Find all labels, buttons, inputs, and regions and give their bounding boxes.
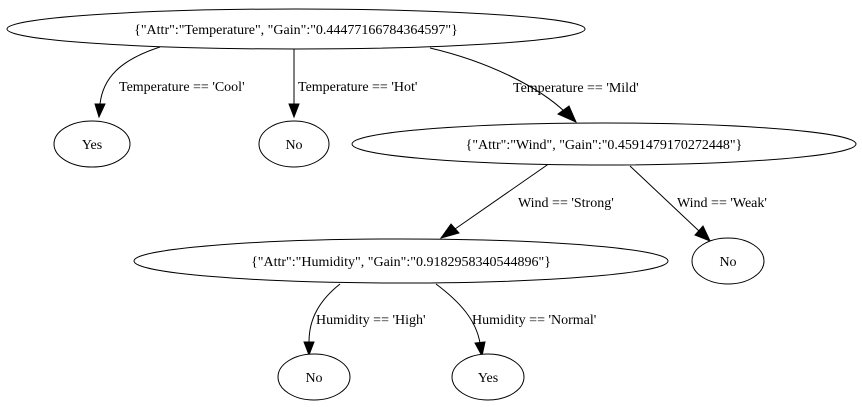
node-ellipse bbox=[451, 353, 525, 401]
edge-label-humidity-high: Humidity == 'High' bbox=[316, 313, 426, 328]
node-ellipse bbox=[133, 238, 669, 284]
edge-wind-strong: Wind == 'Strong' bbox=[439, 162, 614, 239]
node-temperature: {"Attr":"Temperature", "Gain":"0.4447716… bbox=[6, 8, 586, 50]
node-wind: {"Attr":"Wind", "Gain":"0.45914791702724… bbox=[351, 122, 857, 166]
edge-temperature-hot: Temperature == 'Hot' bbox=[288, 49, 417, 119]
arrowhead bbox=[557, 105, 577, 123]
arrowhead bbox=[474, 341, 486, 358]
node-label-humidity: {"Attr":"Humidity", "Gain":"0.9182958340… bbox=[251, 255, 551, 270]
edge-humidity-high: Humidity == 'High' bbox=[303, 283, 426, 357]
node-ellipse bbox=[691, 237, 765, 285]
edge-line bbox=[454, 162, 551, 230]
node-yes-normal: Yes bbox=[451, 353, 525, 401]
node-label-temperature: {"Attr":"Temperature", "Gain":"0.4447716… bbox=[134, 23, 458, 38]
node-ellipse bbox=[6, 8, 586, 50]
node-label-no: No bbox=[285, 138, 302, 153]
node-no-high: No bbox=[277, 353, 351, 401]
edge-label-humidity-normal: Humidity == 'Normal' bbox=[472, 313, 596, 328]
edge-label-wind-weak: Wind == 'Weak' bbox=[677, 196, 767, 211]
edge-line bbox=[429, 47, 566, 113]
node-no-weak: No bbox=[691, 237, 765, 285]
edge-label-wind-strong: Wind == 'Strong' bbox=[518, 196, 614, 211]
node-label-yes: Yes bbox=[82, 138, 102, 153]
node-label-yes: Yes bbox=[478, 371, 498, 386]
edge-temperature-mild: Temperature == 'Mild' bbox=[429, 47, 639, 123]
edge-line bbox=[629, 165, 700, 232]
node-ellipse bbox=[351, 122, 857, 166]
node-label-no: No bbox=[719, 255, 736, 270]
edge-temperature-cool: Temperature == 'Cool' bbox=[94, 46, 245, 119]
edge-line bbox=[99, 46, 161, 105]
node-label-no: No bbox=[305, 371, 322, 386]
arrowhead bbox=[94, 103, 106, 119]
arrowhead bbox=[288, 103, 300, 119]
node-yes-cool: Yes bbox=[53, 120, 131, 168]
node-no-hot: No bbox=[258, 120, 330, 168]
node-ellipse bbox=[277, 353, 351, 401]
edge-humidity-normal: Humidity == 'Normal' bbox=[435, 283, 596, 358]
edge-wind-weak: Wind == 'Weak' bbox=[629, 165, 767, 242]
node-ellipse bbox=[53, 120, 131, 168]
arrowhead bbox=[694, 225, 711, 242]
node-humidity: {"Attr":"Humidity", "Gain":"0.9182958340… bbox=[133, 238, 669, 284]
node-label-wind: {"Attr":"Wind", "Gain":"0.45914791702724… bbox=[466, 138, 743, 153]
edge-label-temperature-cool: Temperature == 'Cool' bbox=[119, 80, 245, 95]
edge-line bbox=[435, 283, 481, 344]
arrowhead bbox=[303, 341, 315, 357]
node-ellipse bbox=[258, 120, 330, 168]
edge-label-temperature-hot: Temperature == 'Hot' bbox=[298, 80, 417, 95]
arrowhead bbox=[439, 223, 460, 239]
edge-line bbox=[308, 283, 341, 343]
edge-label-temperature-mild: Temperature == 'Mild' bbox=[513, 81, 639, 96]
